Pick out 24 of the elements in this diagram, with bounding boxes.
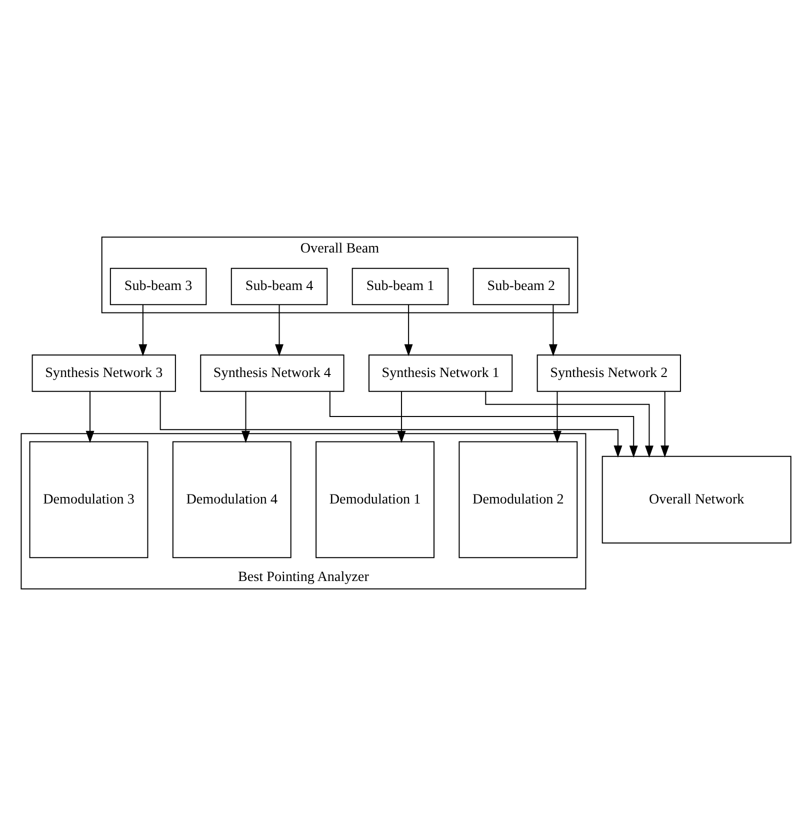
node-box: Synthesis Network 4 xyxy=(200,354,344,392)
arrow xyxy=(660,391,669,458)
arrow xyxy=(404,304,412,356)
arrow xyxy=(241,391,250,443)
node-box: Demodulation 2 xyxy=(458,440,578,558)
node-box: Synthesis Network 3 xyxy=(31,354,176,392)
node-box: Demodulation 1 xyxy=(315,440,434,558)
arrow xyxy=(159,390,622,458)
node-box: Sub-beam 4 xyxy=(230,267,328,305)
arrow xyxy=(548,304,557,356)
arrow xyxy=(328,391,638,458)
node-box: Synthesis Network 1 xyxy=(368,354,512,392)
node-box: Demodulation 4 xyxy=(172,440,291,558)
arrow xyxy=(552,391,561,443)
node-box: Sub-beam 1 xyxy=(351,267,448,305)
node-box: Synthesis Network 2 xyxy=(536,354,680,392)
node-box: Sub-beam 3 xyxy=(109,267,206,305)
arrow xyxy=(396,391,406,443)
node-box: Sub-beam 2 xyxy=(472,267,570,305)
node-box: Overall Network xyxy=(601,455,791,544)
node-box: Demodulation 3 xyxy=(28,440,148,558)
arrow xyxy=(138,304,147,356)
arrow xyxy=(85,391,94,443)
arrow xyxy=(274,304,284,356)
